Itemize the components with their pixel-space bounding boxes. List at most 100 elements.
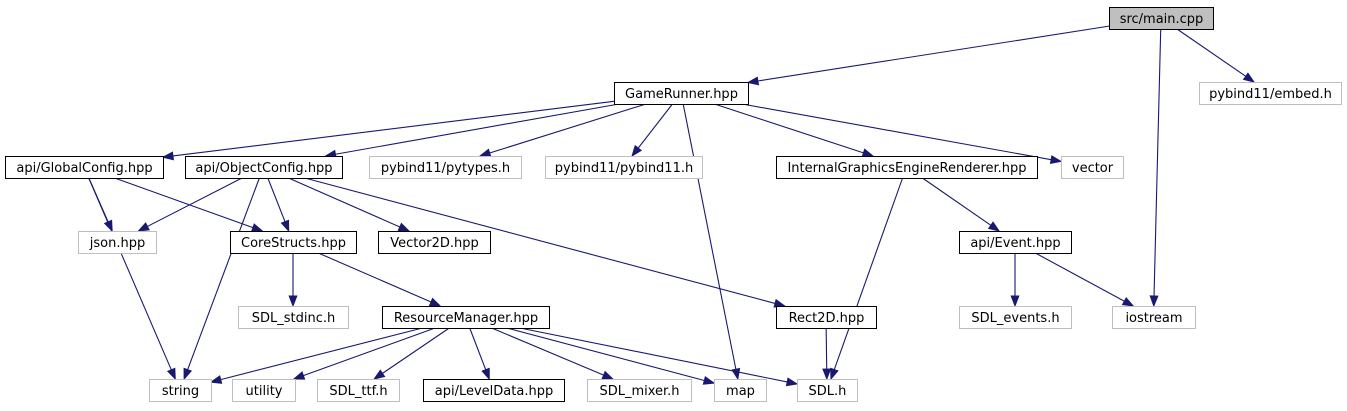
node-main[interactable]: src/main.cpp [1109,7,1214,30]
node-box [238,306,349,329]
node-box [1109,7,1214,30]
edge-gamerunner-to-pybind11 [631,103,673,158]
node-label: Rect2D.hpp [789,311,865,326]
node-box [317,379,400,402]
node-iostream: iostream [1112,306,1196,329]
edge-igerenderer-to-sdl [830,177,904,381]
edge-gamerunner-to-globalconfig [161,100,615,161]
node-box [959,306,1072,329]
node-box [587,379,692,402]
node-sdl-events: SDL_events.h [959,306,1072,329]
node-sdl-stdinc: SDL_stdinc.h [238,306,349,329]
node-map: map [714,379,767,402]
node-leveldata[interactable]: api/LevelData.hpp [423,379,565,402]
node-label: SDL.h [809,384,847,399]
node-label: api/GlobalConfig.hpp [16,161,152,176]
node-label: utility [246,384,283,399]
node-label: pybind11/pytypes.h [381,161,510,176]
node-corestructs[interactable]: CoreStructs.hpp [230,231,357,254]
node-label: InternalGraphicsEngineRenderer.hpp [787,161,1026,176]
node-sdl: SDL.h [797,379,858,402]
edge-resourcemanager-to-utility [292,327,436,380]
edge-objectconfig-to-corestructs [267,177,290,233]
node-label: pybind11/pybind11.h [555,161,693,176]
node-box [1199,82,1342,105]
edge-gamerunner-to-objectconfig [324,103,620,159]
node-label: GameRunner.hpp [625,87,738,102]
node-label: ResourceManager.hpp [394,311,538,326]
node-box [185,156,343,179]
node-label: pybind11/embed.h [1209,87,1332,102]
edge-objectconfig-to-rect2d [304,177,787,308]
node-box [382,306,550,329]
node-label: src/main.cpp [1120,12,1204,27]
edge-main-to-embed [1176,28,1256,83]
node-box [714,379,767,402]
node-vector2d[interactable]: Vector2D.hpp [378,231,491,254]
node-rect2d[interactable]: Rect2D.hpp [776,306,877,329]
node-objectconfig[interactable]: api/ObjectConfig.hpp [185,156,343,179]
node-igerenderer[interactable]: InternalGraphicsEngineRenderer.hpp [776,156,1038,179]
edge-resourcemanager-to-sdl_ttf [373,327,450,380]
edge-resourcemanager-to-sdl [519,327,799,387]
node-box [776,306,877,329]
node-label: api/LevelData.hpp [435,384,553,399]
node-label: vector [1072,161,1114,176]
node-gamerunner[interactable]: GameRunner.hpp [614,82,749,105]
edge-gamerunner-to-vector [741,103,1063,165]
edge-main-to-gamerunner [746,25,1110,86]
node-label: SDL_ttf.h [329,384,387,399]
node-box [369,156,522,179]
node-sdl-ttf: SDL_ttf.h [317,379,400,402]
node-label: map [726,384,755,399]
edge-objectconfig-to-vector2d [288,177,411,232]
node-label: iostream [1125,311,1182,326]
edges-layer [88,25,1256,387]
edge-rect2d-to-sdl [822,327,832,381]
node-label: api/ObjectConfig.hpp [195,161,332,176]
node-label: string [162,384,199,399]
node-label: SDL_events.h [971,311,1059,326]
edge-globalconfig-to-string [88,177,176,381]
node-pytypes: pybind11/pytypes.h [369,156,522,179]
edge-resourcemanager-to-map [506,327,716,385]
node-box [423,379,565,402]
node-json: json.hpp [78,231,157,254]
edge-corestructs-to-resourcemanager [318,252,442,307]
node-box [545,156,703,179]
node-sdl-mixer: SDL_mixer.h [587,379,692,402]
node-label: json.hpp [89,236,145,251]
node-box [1061,156,1124,179]
edge-main-to-iostream [1149,28,1162,308]
node-box [1112,306,1196,329]
edge-objectconfig-to-string [183,177,260,381]
edge-gamerunner-to-igerenderer [714,103,875,158]
node-label: SDL_mixer.h [599,384,679,399]
edge-resourcemanager-to-leveldata [469,327,490,381]
node-box [78,231,157,254]
node-box [614,82,749,105]
node-label: Vector2D.hpp [390,236,479,251]
node-box [378,231,491,254]
node-utility: utility [232,379,296,402]
node-label: api/Event.hpp [970,236,1060,251]
node-box [230,231,357,254]
node-box [959,231,1072,254]
node-vector: vector [1061,156,1124,179]
node-globalconfig[interactable]: api/GlobalConfig.hpp [5,156,164,179]
edge-objectconfig-to-json [137,177,243,232]
node-label: CoreStructs.hpp [241,236,346,251]
edge-resourcemanager-to-string [209,327,423,384]
edge-gamerunner-to-pytypes [478,103,647,158]
node-label: SDL_stdinc.h [252,311,336,326]
node-resourcemanager[interactable]: ResourceManager.hpp [382,306,550,329]
edge-corestructs-to-sdl_stdinc [288,253,298,308]
node-pybind11: pybind11/pybind11.h [545,156,703,179]
node-event[interactable]: api/Event.hpp [959,231,1072,254]
edge-igerenderer-to-event [922,177,1001,232]
edge-event-to-sdl_events [1010,253,1020,308]
node-box [5,156,164,179]
node-string: string [149,379,212,402]
